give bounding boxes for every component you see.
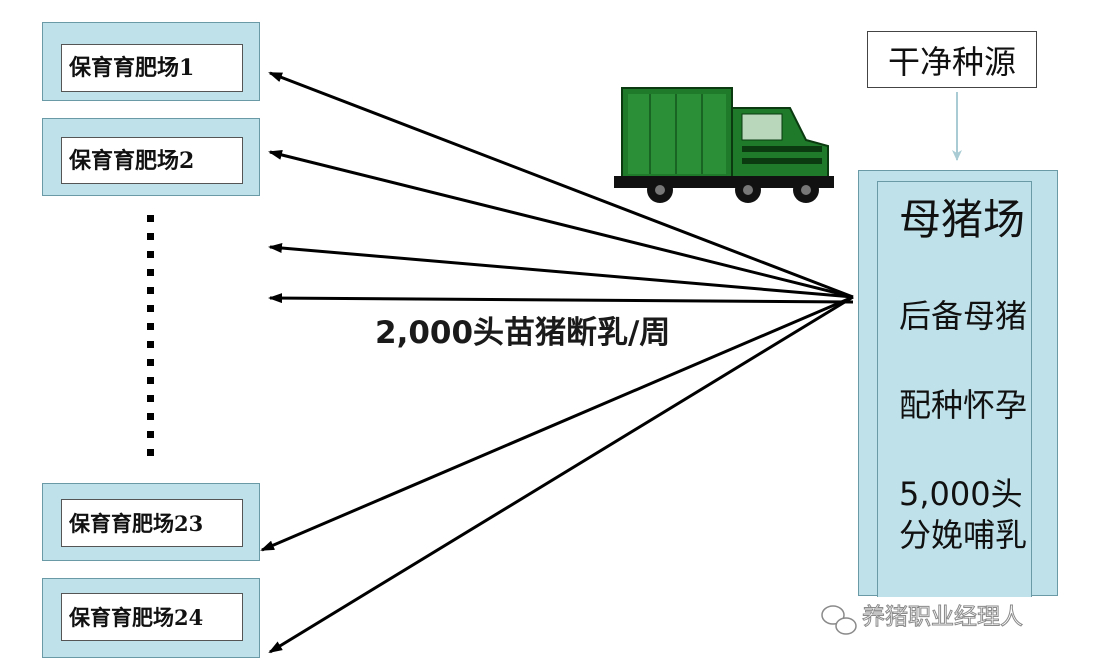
arrow-to-farm-23 — [260, 295, 854, 552]
weaning-flow-label: 2,000头苗猪断乳/周 — [375, 315, 671, 351]
ellipsis-dot — [147, 431, 154, 438]
gene-source-box: 干净种源 — [867, 31, 1037, 88]
arrow-to-farm-1 — [268, 71, 854, 299]
ellipsis-dot — [147, 269, 154, 276]
nursery-farm-23: 保育育肥场23 — [42, 483, 260, 561]
ellipsis-dot — [147, 413, 154, 420]
nursery-farm-1: 保育育肥场1 — [42, 22, 260, 101]
sow-farm-title: 母猪场 — [899, 195, 1026, 244]
nursery-farm-label: 保育育肥场24 — [61, 593, 243, 641]
sow-farm-inner: 母猪场 后备母猪 配种怀孕 5,000头 分娩哺乳 — [877, 181, 1032, 597]
wechat-icon — [821, 605, 857, 635]
watermark-label: 养猪职业经理人 — [862, 604, 1024, 630]
ellipsis-dot — [147, 323, 154, 330]
arrow-to-farm-2 — [268, 150, 854, 299]
ellipsis-dot — [147, 359, 154, 366]
gene-source-label: 干净种源 — [887, 42, 1016, 81]
nursery-farm-2: 保育育肥场2 — [42, 118, 260, 196]
ellipsis-dot — [147, 233, 154, 240]
farrowing-label: 分娩哺乳 — [899, 516, 1028, 554]
gilt-label: 后备母猪 — [899, 297, 1028, 335]
sow-count: 5,000头 — [899, 475, 1023, 513]
arrow-to-farm-3 — [268, 243, 854, 299]
watermark-text: 养猪职业经理人 — [832, 604, 1024, 630]
sow-farm-box: 母猪场 后备母猪 配种怀孕 5,000头 分娩哺乳 — [858, 170, 1058, 597]
nursery-farm-label: 保育育肥场23 — [61, 499, 243, 547]
ellipsis-dot — [147, 395, 154, 402]
ellipsis-dot — [147, 305, 154, 312]
ellipsis-dot — [147, 377, 154, 384]
nursery-farm-label: 保育育肥场1 — [61, 44, 243, 92]
ellipsis-dot — [147, 251, 154, 258]
nursery-farm-24: 保育育肥场24 — [42, 578, 260, 658]
ellipsis-dot — [147, 341, 154, 348]
arrow-to-farm-24 — [268, 295, 854, 654]
ellipsis-dot — [147, 449, 154, 456]
ellipsis-dot — [147, 287, 154, 294]
nursery-farm-label: 保育育肥场2 — [61, 137, 243, 184]
truck-icon — [614, 87, 834, 203]
ellipsis-dot — [147, 215, 154, 222]
breeding-label: 配种怀孕 — [899, 386, 1028, 424]
arrow-to-farm-4 — [268, 293, 854, 304]
